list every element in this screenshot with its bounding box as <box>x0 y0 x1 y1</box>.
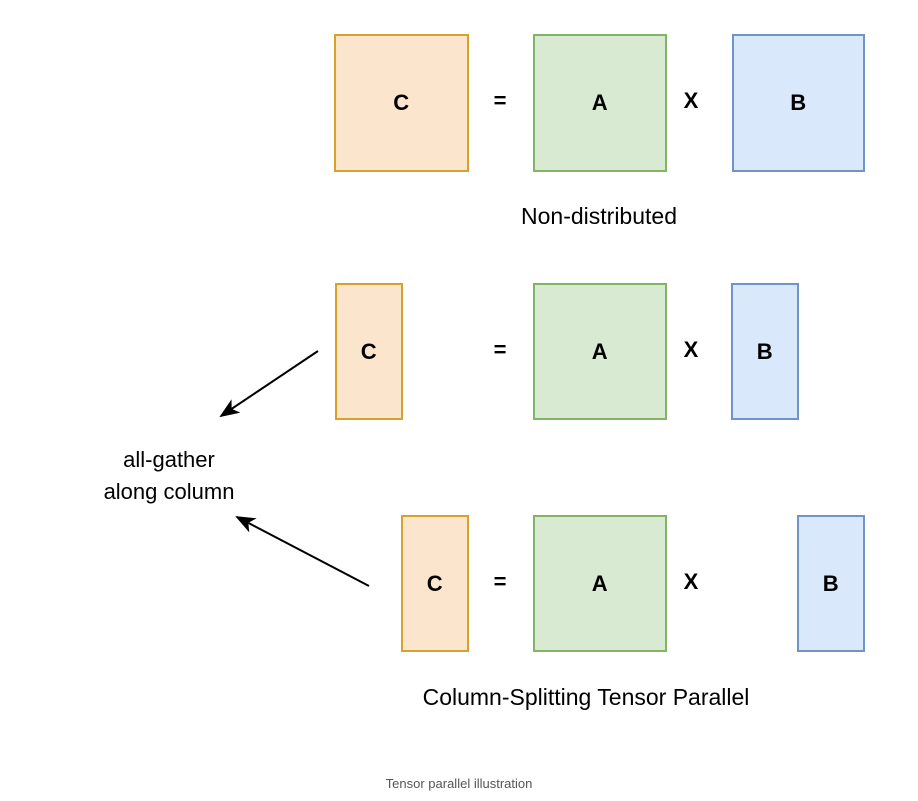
all-gather-annotation: all-gather along column <box>103 447 235 504</box>
row3-equals-operator: = <box>493 569 507 594</box>
row3-times-operator: X <box>683 569 699 594</box>
row2-times-operator: X <box>683 337 699 362</box>
row1-matrix-a-label: A <box>591 90 609 115</box>
row3-matrix-b: B <box>797 515 865 652</box>
row3-matrix-c: C <box>401 515 469 652</box>
row2-matrix-c-label: C <box>360 338 378 364</box>
row1-matrix-a: A <box>533 34 667 172</box>
row2-equals-operator: = <box>493 337 507 362</box>
row2-matrix-b: B <box>731 283 799 420</box>
row3-matrix-a: A <box>533 515 667 652</box>
row3-caption: Column-Splitting Tensor Parallel <box>422 684 750 710</box>
row1-matrix-c: C <box>334 34 469 172</box>
row3-matrix-c-label: C <box>426 570 444 596</box>
row1-matrix-b-label: B <box>790 90 807 115</box>
row2-matrix-c: C <box>335 283 403 420</box>
row1-caption: Non-distributed <box>521 203 677 229</box>
row1-matrix-b: B <box>732 34 865 172</box>
row3-matrix-b-label: B <box>822 570 840 596</box>
row2-matrix-a: A <box>533 283 667 420</box>
all-gather-arrow-lower <box>235 516 370 587</box>
row2-matrix-b-label: B <box>756 338 774 364</box>
row1-matrix-c-label: C <box>393 90 410 115</box>
row1-times-operator: X <box>683 88 699 113</box>
row2-matrix-a-label: A <box>591 338 609 364</box>
figure-caption: Tensor parallel illustration <box>385 776 533 791</box>
row3-matrix-a-label: A <box>591 570 609 596</box>
all-gather-arrow-upper <box>219 350 319 418</box>
row1-equals-operator: = <box>493 88 507 113</box>
